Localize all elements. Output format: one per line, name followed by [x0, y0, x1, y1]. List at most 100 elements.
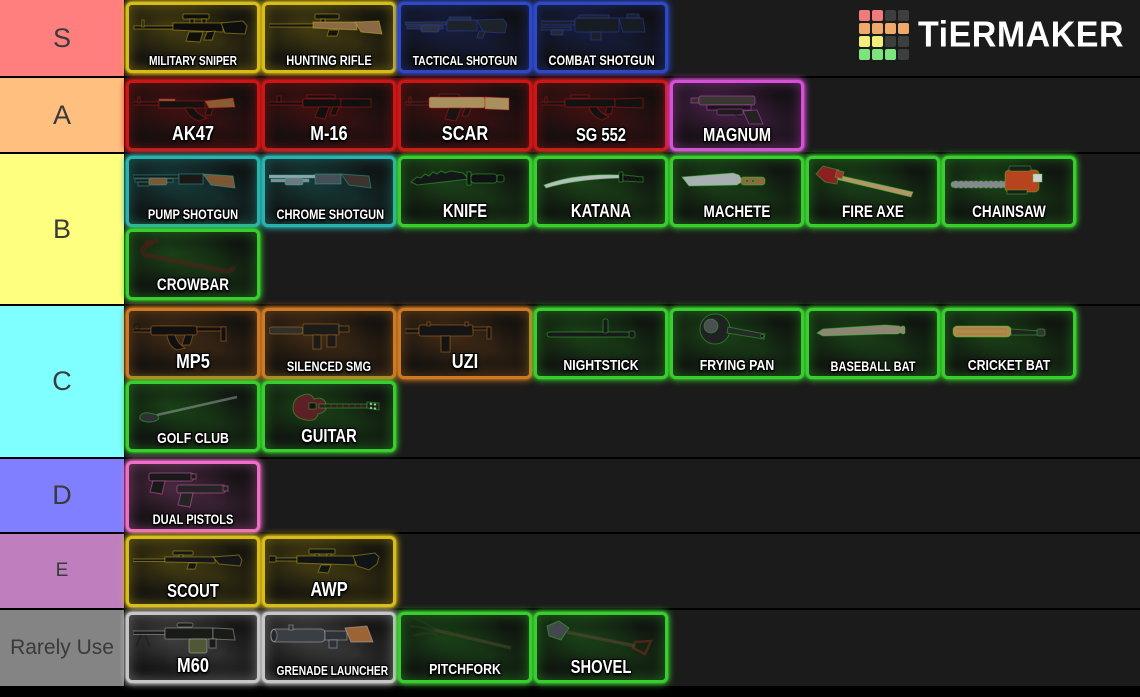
tier-label-s: S [0, 0, 125, 76]
tactical-shotgun-icon [405, 6, 525, 50]
uzi-icon [405, 312, 525, 356]
tile-label: SCAR [441, 123, 489, 145]
tier-dropzone-e[interactable]: SCOUT AWP [125, 534, 1140, 608]
pitchfork-icon [405, 616, 525, 660]
tile-magnum[interactable]: MAGNUM [670, 80, 804, 151]
frying-pan-icon [677, 312, 797, 356]
tile-m60[interactable]: M60 [126, 612, 260, 683]
pump-shotgun-icon [133, 160, 253, 204]
tile-label: AK47 [172, 123, 214, 145]
tiermaker-logo-grid-icon [859, 10, 909, 60]
tier-label-b: B [0, 154, 125, 304]
knife-icon [405, 160, 525, 204]
logo-grid-cell [898, 23, 909, 34]
tile-m-16[interactable]: M-16 [262, 80, 396, 151]
sg552-icon [541, 84, 661, 128]
tiermaker-logo-text: TiERMAKER [918, 14, 1124, 55]
tile-crowbar[interactable]: CROWBAR [126, 229, 260, 300]
m60-icon [133, 616, 253, 660]
baseball-bat-icon [813, 312, 933, 356]
tile-ak47[interactable]: AK47 [126, 80, 260, 151]
tier-dropzone-d[interactable]: DUAL PISTOLS [125, 459, 1140, 532]
tile-label: CHROME SHOTGUN [276, 207, 385, 222]
nightstick-icon [541, 312, 661, 356]
tile-military-sniper[interactable]: MILITARY SNIPER [126, 2, 260, 73]
tile-shovel[interactable]: SHOVEL [534, 612, 668, 683]
tile-label: M-16 [310, 123, 348, 145]
tile-label: GOLF CLUB [157, 430, 229, 447]
tile-silenced-smg[interactable]: SILENCED SMG [262, 308, 396, 379]
logo-grid-cell [872, 23, 883, 34]
tile-nightstick[interactable]: NIGHTSTICK [534, 308, 668, 379]
tile-label: HUNTING RIFLE [286, 53, 372, 68]
logo-grid-cell [859, 10, 870, 21]
tile-pitchfork[interactable]: PITCHFORK [398, 612, 532, 683]
tier-dropzone-b[interactable]: PUMP SHOTGUN CHROME SHOTGUN KNIFE KATANA MAC… [125, 154, 1140, 304]
logo-grid-cell [898, 10, 909, 21]
tile-hunting-rifle[interactable]: HUNTING RIFLE [262, 2, 396, 73]
tile-chainsaw[interactable]: CHAINSAW [942, 156, 1076, 227]
tile-dual-pistols[interactable]: DUAL PISTOLS [126, 461, 260, 532]
tile-uzi[interactable]: UZI [398, 308, 532, 379]
logo-grid-cell [885, 36, 896, 47]
tile-label: SILENCED SMG [286, 359, 372, 374]
magnum-icon [677, 84, 797, 128]
tile-label: DUAL PISTOLS [152, 512, 234, 527]
fire-axe-icon [813, 160, 933, 204]
scar-icon [405, 84, 525, 128]
tile-chrome-shotgun[interactable]: CHROME SHOTGUN [262, 156, 396, 227]
tile-scout[interactable]: SCOUT [126, 536, 260, 607]
tile-combat-shotgun[interactable]: COMBAT SHOTGUN [534, 2, 668, 73]
logo-grid-cell [885, 23, 896, 34]
tile-machete[interactable]: MACHETE [670, 156, 804, 227]
logo-grid-cell [859, 23, 870, 34]
tile-golf-club[interactable]: GOLF CLUB [126, 381, 260, 452]
tile-fire-axe[interactable]: FIRE AXE [806, 156, 940, 227]
tile-label: AWP [310, 579, 348, 601]
tile-katana[interactable]: KATANA [534, 156, 668, 227]
tile-label: UZI [451, 351, 479, 373]
tile-label: CROWBAR [156, 276, 230, 294]
tier-label-c: C [0, 306, 125, 457]
tiermaker-logo[interactable]: TiERMAKER [859, 10, 1124, 60]
tile-knife[interactable]: KNIFE [398, 156, 532, 227]
scout-icon [133, 540, 253, 584]
ak47-icon [133, 84, 253, 128]
golf-club-icon [133, 385, 253, 429]
tile-sg-552[interactable]: SG 552 [534, 80, 668, 151]
tile-label: KNIFE [442, 201, 488, 221]
tier-dropzone-s[interactable]: MILITARY SNIPER HUNTING RIFLE TACTICAL SHO… [125, 0, 1140, 76]
crowbar-icon [133, 233, 253, 277]
tile-pump-shotgun[interactable]: PUMP SHOTGUN [126, 156, 260, 227]
silenced-smg-icon [269, 312, 389, 356]
shovel-icon [541, 616, 661, 660]
tile-label: COMBAT SHOTGUN [548, 53, 655, 68]
tile-label: KATANA [570, 201, 632, 221]
tile-label: CRICKET BAT [967, 357, 1051, 374]
tile-scar[interactable]: SCAR [398, 80, 532, 151]
tile-baseball-bat[interactable]: BASEBALL BAT [806, 308, 940, 379]
chainsaw-icon [949, 160, 1069, 204]
tile-label: MP5 [176, 351, 210, 373]
logo-grid-cell [859, 49, 870, 60]
tile-grenade-launcher[interactable]: GRENADE LAUNCHER [262, 612, 396, 683]
tile-mp5[interactable]: MP5 [126, 308, 260, 379]
logo-grid-cell [898, 36, 909, 47]
tile-cricket-bat[interactable]: CRICKET BAT [942, 308, 1076, 379]
tile-guitar[interactable]: GUITAR [262, 381, 396, 452]
tile-awp[interactable]: AWP [262, 536, 396, 607]
tile-tactical-shotgun[interactable]: TACTICAL SHOTGUN [398, 2, 532, 73]
tile-frying-pan[interactable]: FRYING PAN [670, 308, 804, 379]
m16-icon [269, 84, 389, 128]
tile-label: M60 [177, 655, 209, 677]
logo-grid-cell [872, 49, 883, 60]
